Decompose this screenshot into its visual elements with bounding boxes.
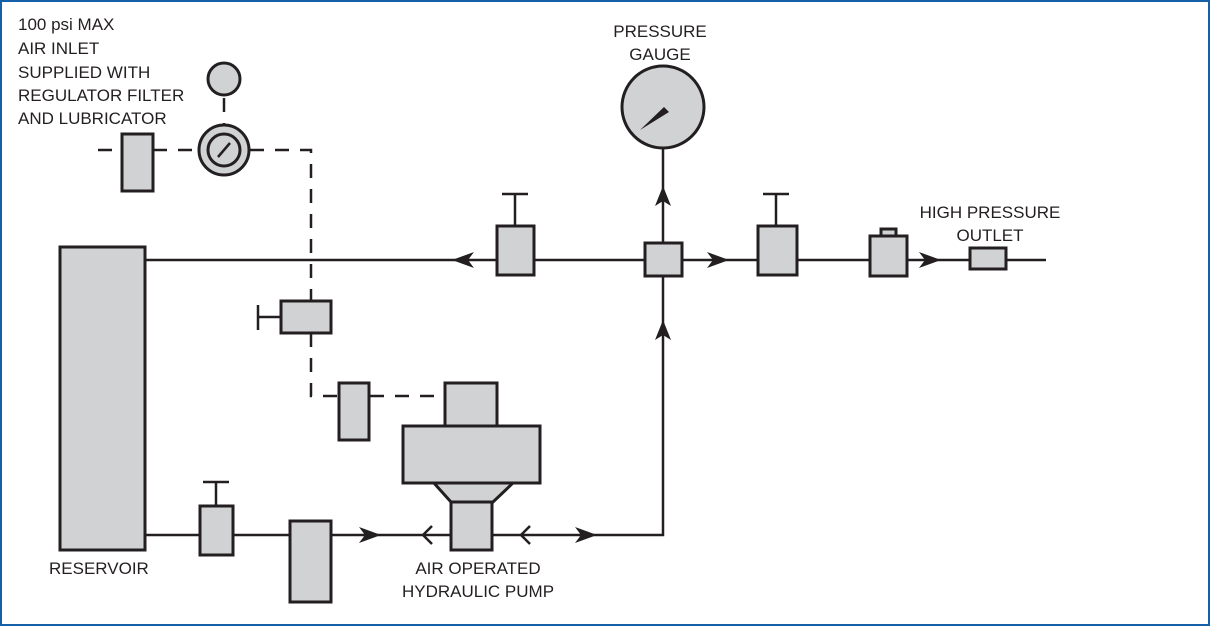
pressure-line-pump-tee [492, 277, 665, 537]
pressure-gauge-label-line-2: GAUGE [629, 45, 690, 64]
regulator-needle [217, 142, 231, 158]
air-line-valve-lubricator [309, 333, 338, 398]
air-inlet-label-line-1: 100 psi MAX [18, 15, 114, 34]
air-inlet-label-line-4: REGULATOR FILTER [18, 86, 184, 105]
air-inlet-label-line-5: AND LUBRICATOR [18, 109, 167, 128]
pressure-gauge [620, 64, 706, 150]
outlet-valve-body [756, 224, 799, 277]
tee-fitting [643, 241, 684, 278]
air-inlet-gauge [206, 61, 242, 97]
air-valve [256, 299, 333, 335]
reservoir [58, 245, 147, 552]
pump-label: AIR OPERATED HYDRAULIC PUMP [402, 559, 554, 601]
arrow-right-high-pressure [919, 252, 941, 268]
outlet-label-line-2: OUTLET [956, 226, 1023, 245]
air-lubricator [337, 381, 371, 442]
air-regulator-gauge [197, 123, 251, 177]
arrow-right-suction [359, 527, 381, 543]
check-valve [868, 227, 909, 278]
air-line-regulator-valve [250, 148, 313, 300]
pump-air-motor [401, 424, 542, 485]
air-inlet-label-line-2: AIR INLET [18, 39, 99, 58]
flow-arrows [359, 186, 941, 545]
arrow-right-discharge [575, 527, 597, 543]
suction-filter [288, 519, 333, 604]
arrow-up-gauge [655, 186, 671, 206]
pump-cone [429, 480, 518, 504]
air-filter [120, 132, 155, 193]
pump-label-line-2: HYDRAULIC PUMP [402, 582, 554, 601]
check-left-pump-inlet [421, 525, 433, 545]
outlet-coupling [968, 246, 1008, 271]
arrow-left-return [452, 252, 474, 268]
high-pressure-outlet-label: HIGH PRESSURE OUTLET [920, 203, 1061, 245]
outlet-valve [756, 192, 799, 277]
pressure-gauge-dial [620, 64, 706, 150]
outlet-label-line-1: HIGH PRESSURE [920, 203, 1061, 222]
pump-label-line-1: AIR OPERATED [415, 559, 540, 578]
arrow-up-pressure [655, 320, 671, 340]
pressure-gauge-needle [640, 107, 669, 130]
reservoir-shutoff-valve [198, 480, 235, 557]
arrow-right-outlet [707, 252, 729, 268]
check-left-pump-outlet [519, 525, 531, 545]
pump-body [449, 500, 494, 552]
pressure-gauge-label-line-1: PRESSURE [613, 22, 707, 41]
reservoir-label: RESERVOIR [49, 559, 149, 578]
hydraulic-pump [401, 381, 542, 552]
pump-air-motor-cap [443, 381, 499, 428]
shutoff-valve-body [198, 504, 235, 557]
air-inlet-label: 100 psi MAX AIR INLET SUPPLIED WITH REGU… [18, 15, 184, 128]
check-valve-body [868, 234, 909, 278]
air-inlet-label-line-3: SUPPLIED WITH [18, 63, 150, 82]
return-valve [495, 192, 536, 277]
pressure-gauge-label: PRESSURE GAUGE [613, 22, 707, 64]
air-valve-body [279, 299, 333, 335]
hydraulic-lines [145, 148, 1046, 537]
return-valve-body [495, 224, 536, 277]
